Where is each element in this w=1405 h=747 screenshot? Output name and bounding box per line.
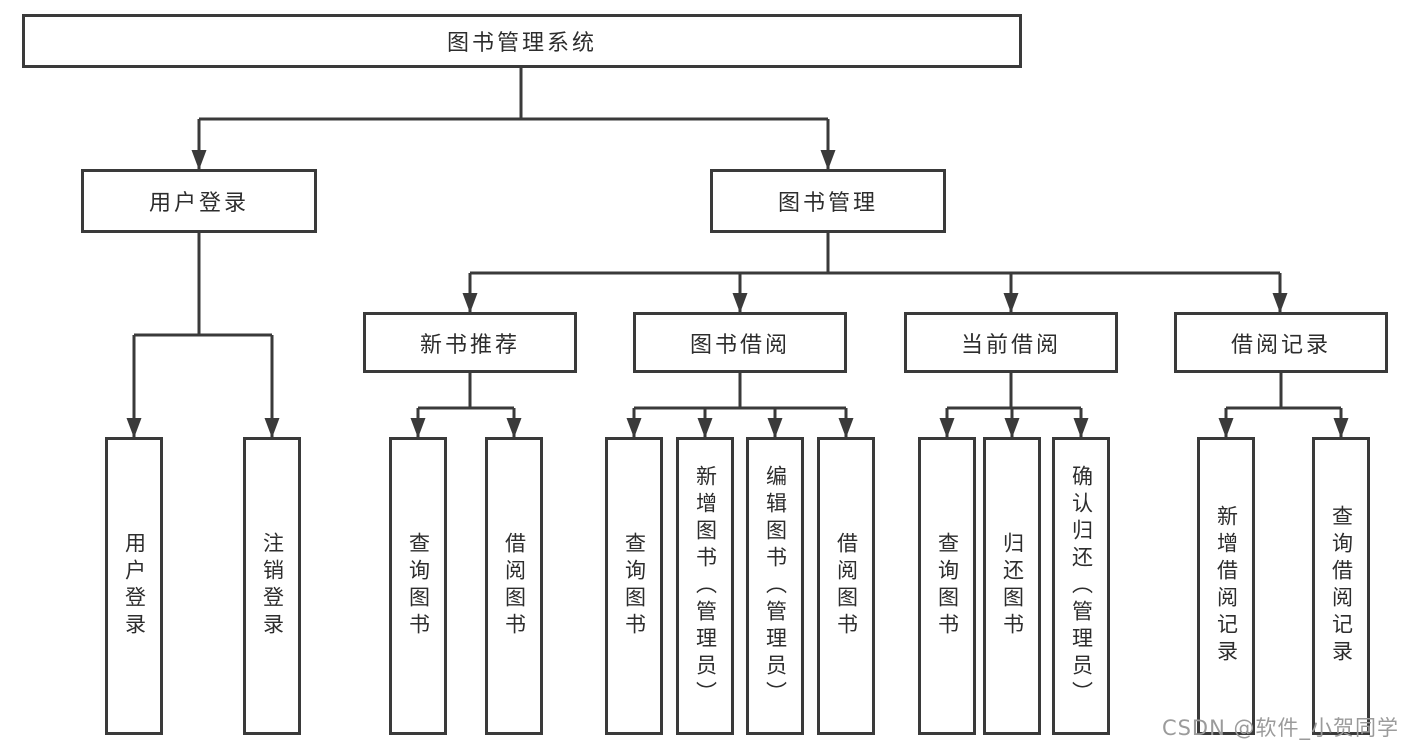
leaf-query-books-borrow: 查询图书 <box>605 437 663 735</box>
node-label: 借阅图书 <box>834 532 859 640</box>
node-library-management-system: 图书管理系统 <box>22 14 1022 68</box>
leaf-user-login: 用户登录 <box>105 437 163 735</box>
node-label: 图书管理 <box>777 191 878 216</box>
node-label: 借阅图书 <box>502 532 527 640</box>
leaf-confirm-return-admin: 确认归还（管理员） <box>1052 437 1110 735</box>
node-label: 图书借阅 <box>689 332 790 358</box>
node-label: 查询图书 <box>406 532 431 640</box>
node-label: 用户登录 <box>148 191 249 216</box>
leaf-borrow-books-recommend: 借阅图书 <box>485 437 543 735</box>
connector-borrow-records-to-leaves <box>1218 373 1349 438</box>
node-book-management: 图书管理 <box>710 169 946 233</box>
node-label: 借阅记录 <box>1230 332 1331 358</box>
node-label: 图书管理系统 <box>446 31 597 56</box>
node-book-borrow: 图书借阅 <box>633 312 847 373</box>
node-label: 编辑图书（管理员） <box>763 464 788 708</box>
node-label: 确认归还（管理员） <box>1069 464 1094 708</box>
leaf-logout: 注销登录 <box>243 437 301 735</box>
node-label: 查询图书 <box>622 532 647 640</box>
csdn-watermark: CSDN @软件_小贺同学 <box>1161 716 1399 740</box>
leaf-borrow-books: 借阅图书 <box>817 437 875 735</box>
node-current-borrow: 当前借阅 <box>904 312 1118 373</box>
leaf-query-borrow-record: 查询借阅记录 <box>1312 437 1370 735</box>
node-borrow-records: 借阅记录 <box>1174 312 1388 373</box>
node-label: 新增借阅记录 <box>1214 505 1239 667</box>
node-label: 用户登录 <box>122 532 147 640</box>
node-label: 新增图书（管理员） <box>693 464 718 708</box>
connector-root-to-level2 <box>191 68 836 170</box>
node-new-book-recommend: 新书推荐 <box>363 312 577 373</box>
node-label: 注销登录 <box>260 532 285 640</box>
node-label: 当前借阅 <box>960 332 1061 358</box>
node-label: 新书推荐 <box>419 332 520 358</box>
connector-user-login-to-leaves <box>126 233 280 438</box>
leaf-add-books-admin: 新增图书（管理员） <box>676 437 734 735</box>
leaf-query-books-current: 查询图书 <box>918 437 976 735</box>
node-label: 查询借阅记录 <box>1329 505 1354 667</box>
leaf-return-books: 归还图书 <box>983 437 1041 735</box>
leaf-edit-books-admin: 编辑图书（管理员） <box>746 437 804 735</box>
node-user-login: 用户登录 <box>81 169 317 233</box>
connector-book-borrow-to-leaves <box>626 373 854 438</box>
leaf-add-borrow-record: 新增借阅记录 <box>1197 437 1255 735</box>
leaf-query-books-recommend: 查询图书 <box>389 437 447 735</box>
connector-book-management-to-level3 <box>462 233 1288 313</box>
node-label: 查询图书 <box>935 532 960 640</box>
connector-current-borrow-to-leaves <box>939 373 1089 438</box>
connector-new-books-to-leaves <box>410 373 522 438</box>
node-label: 归还图书 <box>1000 532 1025 640</box>
